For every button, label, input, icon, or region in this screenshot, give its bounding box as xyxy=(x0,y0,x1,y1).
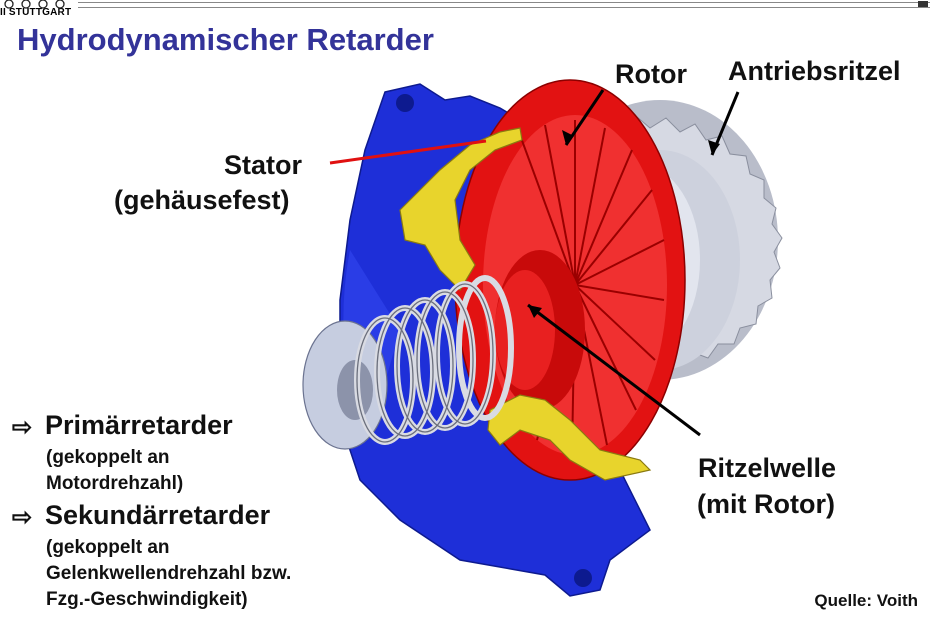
callout-pointers xyxy=(329,89,740,437)
pinion-pointer-arrowhead xyxy=(708,140,720,155)
yellow-stator xyxy=(399,127,652,481)
header-strip: II STUTTGART xyxy=(0,0,930,18)
shaft-spring-assembly xyxy=(302,275,514,450)
stator-pointer-line xyxy=(329,139,487,165)
bullet-heading: Sekundärretarder xyxy=(45,500,271,530)
bullet-subline: (gekoppelt an xyxy=(46,447,170,468)
bullet-heading: Primärretarder xyxy=(45,410,233,440)
rotor-label: Rotor xyxy=(615,59,687,89)
stator-label: Stator xyxy=(224,150,303,180)
bullet-subline: Gelenkwellendrehzahl bzw. xyxy=(46,563,292,584)
hollow-right-arrow-icon: ⇨ xyxy=(12,504,33,531)
slide-title: Hydrodynamischer Retarder xyxy=(17,22,434,57)
university-logo-icon xyxy=(4,0,65,9)
shaft-pointer-line xyxy=(527,303,701,437)
pinion-shaft-sublabel: (mit Rotor) xyxy=(697,489,835,519)
bullet-subline: Fzg.-Geschwindigkeit) xyxy=(46,589,248,610)
university-logo-text: II STUTTGART xyxy=(0,7,72,18)
header-rule-end xyxy=(918,1,928,7)
header-rule xyxy=(78,2,930,8)
source-credit: Quelle: Voith xyxy=(814,591,918,610)
rotor-pointer-arrowhead xyxy=(562,130,574,145)
shaft-pointer-arrowhead xyxy=(528,305,542,318)
drive-pinion-label: Antriebsritzel xyxy=(728,56,901,86)
bullet-subline: (gekoppelt an xyxy=(46,537,170,558)
pinion-shaft-label: Ritzelwelle xyxy=(698,453,837,483)
hollow-right-arrow-icon: ⇨ xyxy=(12,414,33,441)
stator-sublabel: (gehäusefest) xyxy=(114,185,290,215)
bullet-subline: Motordrehzahl) xyxy=(46,473,184,494)
